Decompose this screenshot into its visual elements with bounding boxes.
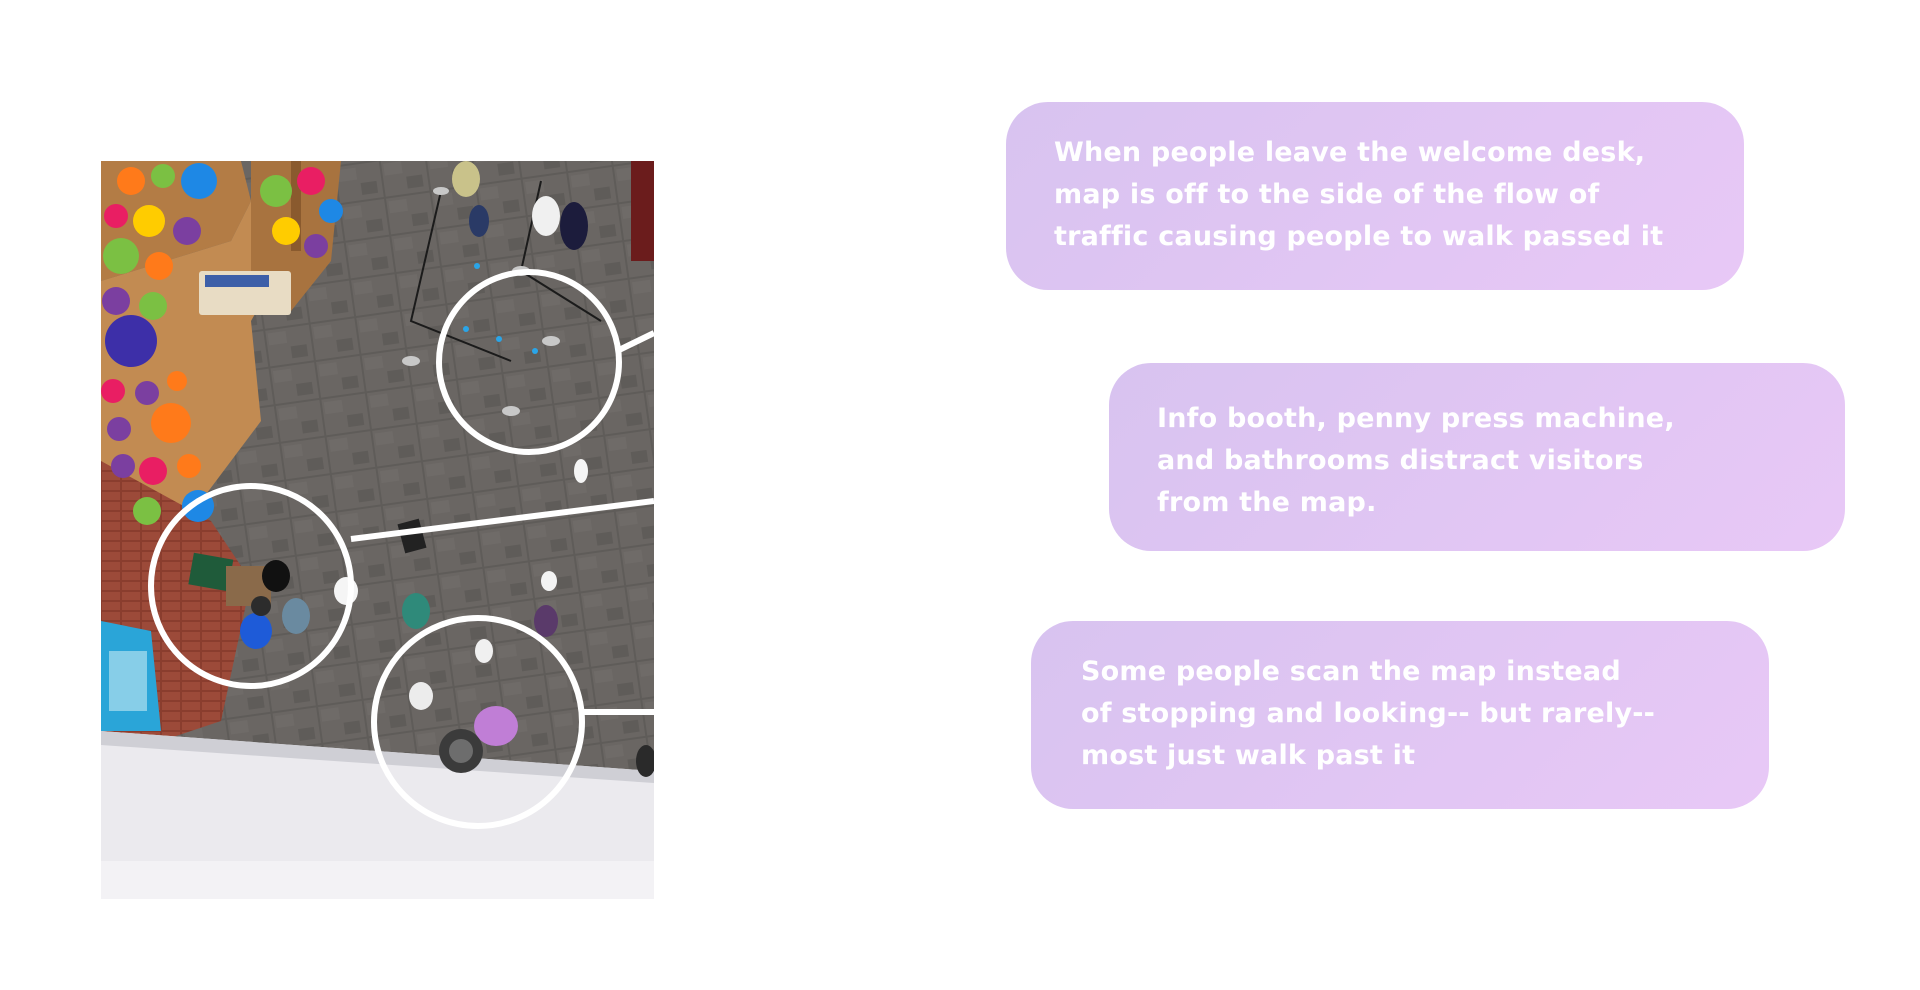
callout-info-booth: Info booth, penny press machine, and bat…	[1109, 363, 1845, 551]
lobby-photo	[101, 161, 654, 899]
callout-welcome-desk: When people leave the welcome desk, map …	[1006, 102, 1744, 290]
connector-lines	[350, 330, 654, 715]
connector-line-2	[350, 498, 654, 542]
highlight-circles	[148, 269, 622, 829]
lobby-photo-illustration	[101, 161, 654, 899]
highlight-circle-info-booth	[148, 483, 354, 689]
callout-scan-map: Some people scan the map instead of stop…	[1031, 621, 1769, 809]
highlight-circle-walkers	[371, 615, 585, 829]
connector-line-1	[615, 330, 654, 354]
highlight-circle-stanchions	[436, 269, 622, 455]
